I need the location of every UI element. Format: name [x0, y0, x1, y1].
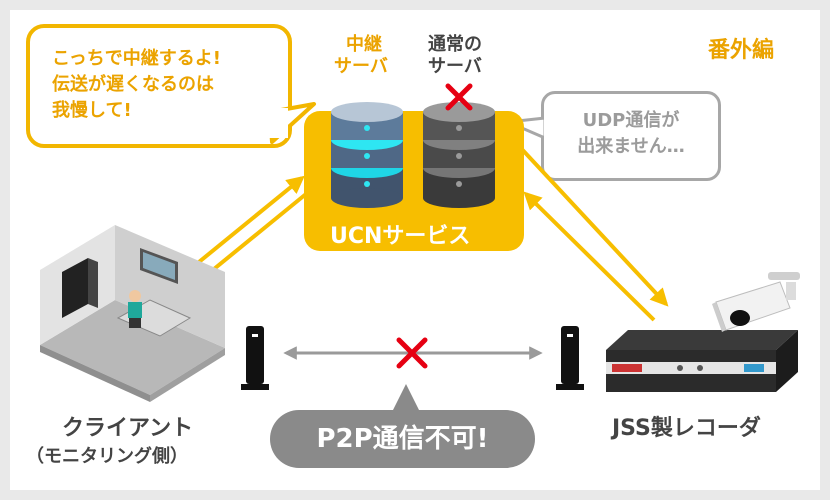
- relay-server-icon: [331, 102, 403, 208]
- bubble-line-3: 我慢して!: [52, 100, 132, 121]
- badge-bangaihen: 番外編: [708, 38, 775, 63]
- speech-bubble-relay: こっちで中継するよ! 伝送が遅くなるのは 我慢して!: [26, 24, 292, 148]
- p2p-cross-icon: [396, 337, 428, 369]
- recorder-label: JSS製レコーダ: [612, 416, 761, 441]
- ucn-recorder-arrows: [502, 128, 669, 322]
- bubble-udp-line-2: 出来ません…: [577, 136, 685, 157]
- client-router-icon: [241, 326, 269, 390]
- relay-server-label-1: 中継: [346, 34, 382, 55]
- bubble-line-1: こっちで中継するよ!: [52, 48, 221, 69]
- normal-server-label-2: サーバ: [428, 56, 482, 77]
- camera-icon: [712, 272, 800, 332]
- ucn-service-label: UCNサービス: [330, 224, 471, 249]
- normal-server-icon: [423, 102, 495, 208]
- normal-server-label-1: 通常の: [428, 34, 482, 55]
- recorder-router-icon: [556, 326, 584, 390]
- relay-server-label-2: サーバ: [334, 56, 388, 77]
- speech-bubble-udp: UDP通信が 出来ません…: [541, 91, 721, 181]
- bubble-udp-line-1: UDP通信が: [582, 110, 680, 131]
- normal-server-cross-icon: [445, 83, 473, 111]
- client-label: クライアント: [62, 416, 194, 441]
- client-sublabel: （モニタリング側）: [26, 446, 188, 467]
- p2p-not-possible-label: P2P通信不可!: [270, 410, 535, 468]
- bubble-line-2: 伝送が遅くなるのは: [52, 74, 214, 95]
